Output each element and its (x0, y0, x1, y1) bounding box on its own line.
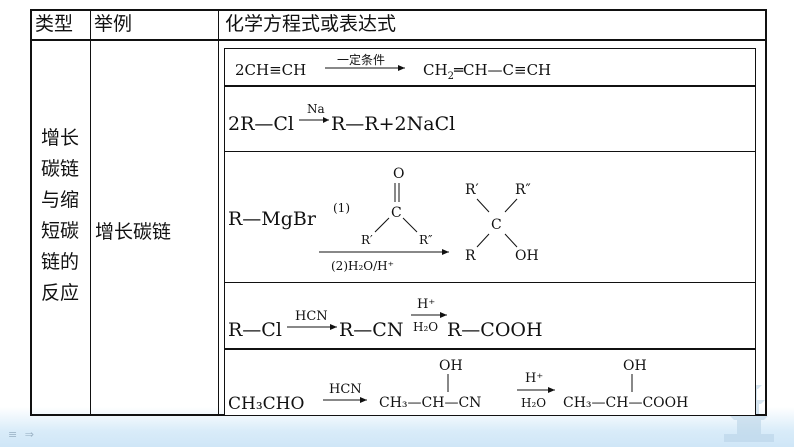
r3-r1: R′ (361, 233, 373, 247)
r3-prod-oh: OH (515, 248, 539, 264)
slide-nav-icons[interactable]: ≡ ⇒ (8, 428, 36, 441)
r5-cond1: HCN (329, 382, 362, 397)
r4-cond2-top: H⁺ (417, 297, 435, 312)
r4-cond1: HCN (295, 309, 328, 324)
r5-cond2-top: H⁺ (525, 371, 543, 386)
r1-product-a: CH (423, 61, 448, 79)
r4-mid: R—CN (339, 319, 403, 341)
r1-product-sub: 2 (448, 71, 454, 82)
r3-prod-bond-2 (504, 198, 518, 213)
r1-reactant: 2CH≡CH (235, 61, 306, 79)
r2-arrowhead (323, 117, 329, 123)
r5-reactant: CH₃CHO (228, 394, 304, 414)
r5-mid: CH₃—CH—CN (379, 395, 481, 411)
category-line: 碳链 (40, 158, 79, 180)
r3-prod-r: R (465, 248, 476, 264)
category-label: 增长 碳链 与缩 短碳 链的 反应 (33, 123, 87, 309)
r3-prod-r2: R″ (515, 182, 531, 198)
r3-step1: (1) (333, 201, 350, 215)
r3-carbonyl-o: O (393, 166, 404, 182)
r4-cond2-bottom: H₂O (413, 320, 438, 334)
r2-reactant: 2R—Cl (228, 113, 294, 135)
header-type: 类型 (35, 13, 74, 35)
r4-product: R—COOH (447, 319, 543, 341)
r5-mid-oh: OH (439, 358, 463, 374)
r1-product-b: ═CH—C≡CH (453, 61, 551, 79)
r1-condition: 一定条件 (337, 52, 385, 67)
reaction-row-3: R—MgBr (1) O C R′ R″ (2)H₂O/H⁺ R′ R″ C R… (224, 151, 756, 283)
category-line: 链的 (40, 251, 79, 273)
header-equation: 化学方程式或表达式 (225, 13, 397, 35)
r3-prod-r1: R′ (465, 182, 479, 198)
r1-product: CH2═CH—C≡CH (423, 61, 551, 82)
r3-prod-bond-3 (476, 233, 490, 248)
r4-arrowhead-1 (330, 324, 337, 330)
header-divider (30, 39, 767, 41)
r2-product: R—R+2NaCl (331, 113, 455, 135)
reaction-row-5: CH₃CHO HCN OH CH₃—CH—CN H⁺ H₂O OH CH₃—CH… (224, 349, 756, 416)
r3-bond-left (374, 217, 390, 233)
r5-arrowhead-1 (360, 397, 367, 403)
reaction-3-equation: R—MgBr (1) O C R′ R″ (2)H₂O/H⁺ R′ R″ C R… (228, 166, 539, 273)
r3-step2: (2)H₂O/H⁺ (331, 259, 394, 273)
header-example: 举例 (94, 13, 133, 35)
r3-reactant: R—MgBr (228, 208, 317, 230)
col-divider-2 (218, 9, 219, 416)
r4-arrowhead-2 (440, 312, 447, 318)
example-label: 增长碳链 (95, 221, 172, 243)
col-divider-1 (90, 9, 91, 416)
reaction-table: 类型 举例 化学方程式或表达式 增长 碳链 与缩 短碳 链的 反应 增长碳链 2… (30, 9, 767, 416)
r1-arrowhead (398, 65, 405, 71)
category-line: 反应 (40, 282, 79, 304)
category-line: 短碳 (40, 220, 79, 242)
r5-arrowhead-2 (548, 387, 555, 393)
r3-carbonyl-c: C (391, 205, 402, 221)
reaction-row-1: 2CH≡CH 一定条件 CH2═CH—C≡CH (224, 48, 756, 86)
reaction-1-equation: 2CH≡CH 一定条件 CH2═CH—C≡CH (235, 52, 551, 82)
r3-bond-right (402, 217, 418, 233)
r5-product: CH₃—CH—COOH (563, 395, 688, 411)
reaction-4-equation: R—Cl HCN R—CN H⁺ H₂O R—COOH (228, 297, 543, 341)
r3-r2: R″ (419, 233, 433, 247)
category-line: 与缩 (40, 189, 79, 211)
r2-condition: Na (307, 102, 325, 116)
reaction-2-equation: 2R—Cl Na R—R+2NaCl (228, 102, 455, 135)
reaction-5-equation: CH₃CHO HCN OH CH₃—CH—CN H⁺ H₂O OH CH₃—CH… (228, 358, 688, 414)
r3-prod-bond-1 (476, 198, 490, 213)
r3-prod-c: C (491, 217, 502, 233)
reaction-row-2: 2R—Cl Na R—R+2NaCl (224, 86, 756, 152)
r4-reactant: R—Cl (228, 319, 282, 341)
r5-prod-oh: OH (623, 358, 647, 374)
category-line: 增长 (40, 127, 79, 149)
r3-arrowhead (442, 249, 449, 255)
r5-cond2-bottom: H₂O (521, 396, 546, 410)
r3-prod-bond-4 (504, 233, 518, 248)
reaction-row-4: R—Cl HCN R—CN H⁺ H₂O R—COOH (224, 282, 756, 349)
